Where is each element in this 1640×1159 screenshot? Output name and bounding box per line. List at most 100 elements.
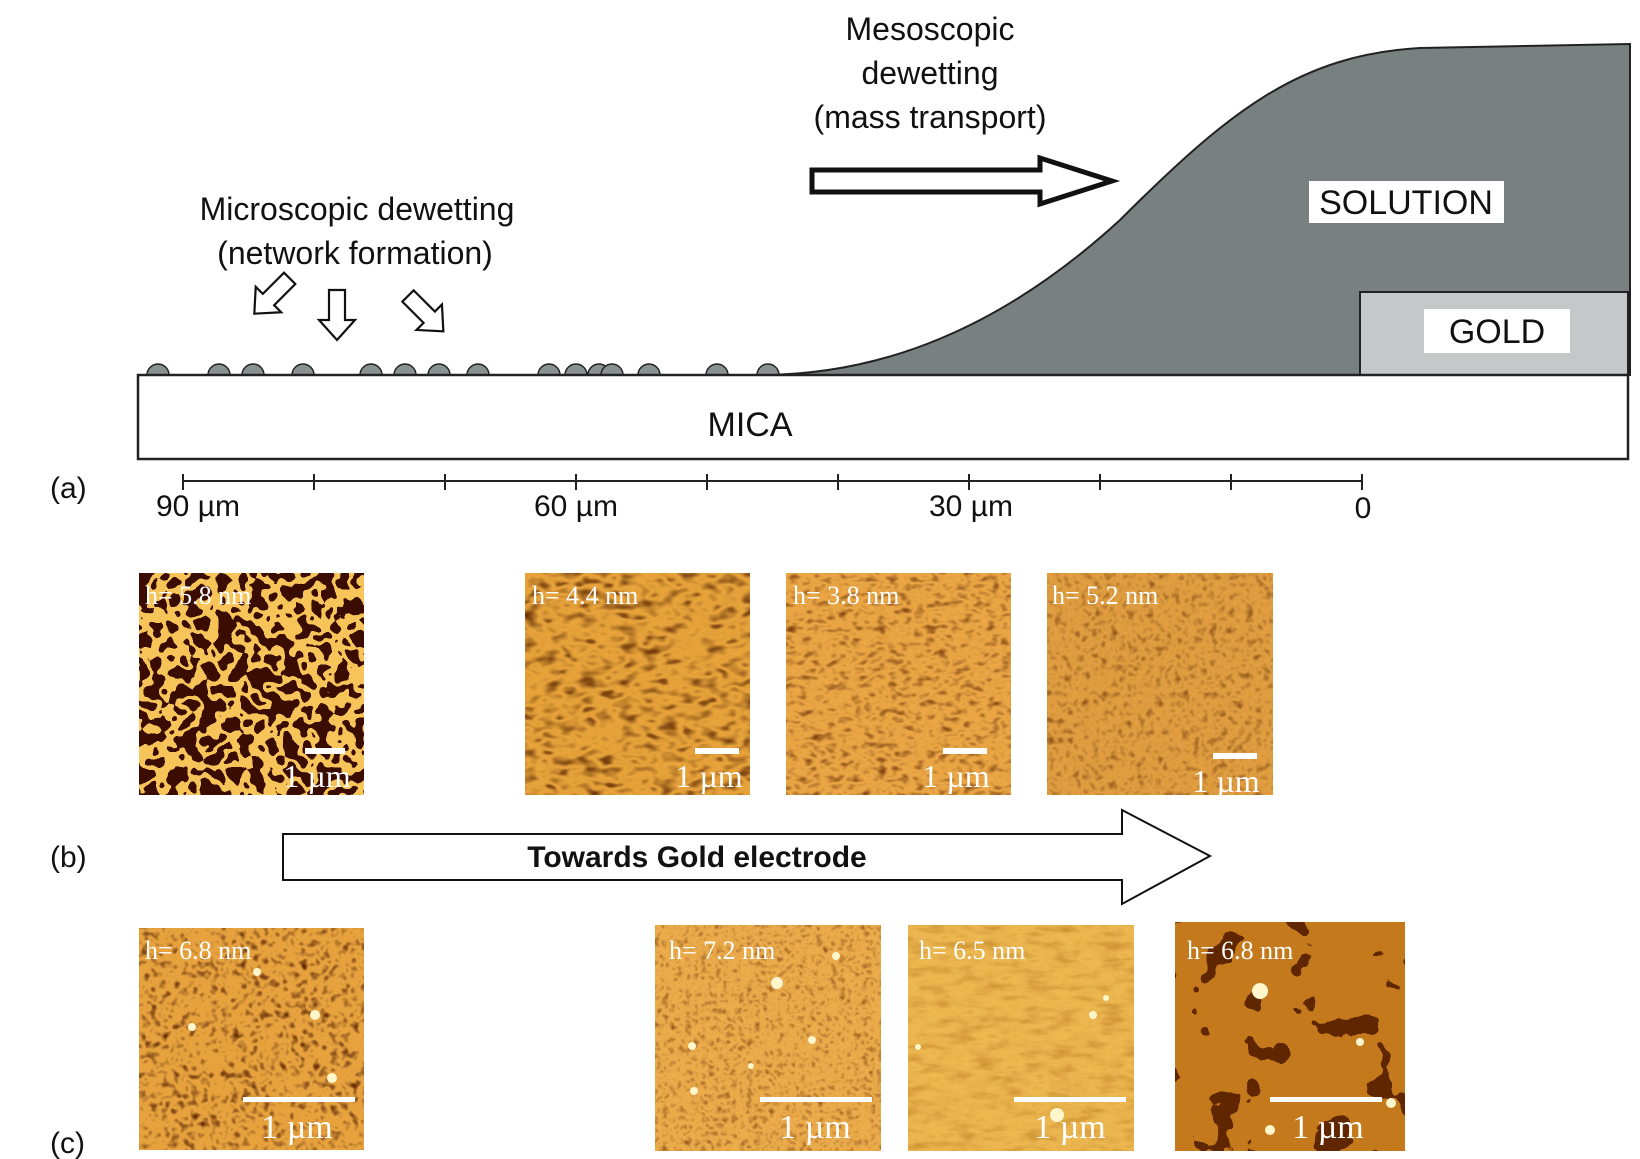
particle bbox=[1089, 1011, 1097, 1019]
solution-label-box bbox=[1309, 181, 1504, 223]
panel-c: (c) h= 6.8 nm 1 µm h= 7.2 nm 1 µm bbox=[50, 922, 1405, 1159]
afm-surface bbox=[525, 573, 750, 795]
droplet bbox=[705, 363, 729, 376]
droplet bbox=[756, 363, 780, 376]
scale-label: 1 µm bbox=[675, 758, 742, 794]
afm-image-c2: h= 7.2 nm 1 µm bbox=[655, 925, 881, 1151]
droplet bbox=[600, 363, 624, 376]
scale-bar bbox=[243, 1097, 355, 1102]
height-label: h= 6.8 nm bbox=[145, 936, 251, 965]
mesoscopic-arrow bbox=[809, 154, 1121, 208]
droplet bbox=[537, 363, 561, 376]
axis-label-0: 0 bbox=[1355, 492, 1372, 525]
particle bbox=[771, 977, 783, 989]
droplet bbox=[637, 363, 661, 376]
particle bbox=[188, 1023, 196, 1031]
afm-surface bbox=[908, 925, 1134, 1151]
afm-surface bbox=[139, 928, 364, 1150]
scale-bar bbox=[1014, 1097, 1126, 1102]
panel-a: GOLD SOLUTION MICA bbox=[50, 11, 1631, 525]
droplet bbox=[466, 363, 490, 376]
down-right-arrow bbox=[400, 288, 445, 333]
gold-label: GOLD bbox=[1449, 313, 1545, 351]
solution-label: SOLUTION bbox=[1319, 184, 1493, 222]
afm-image-c3: h= 6.5 nm 1 µm bbox=[908, 925, 1134, 1151]
panel-b: (b) h= 5.8 nm 1 µm h= 4.4 nm 1 µm h= 3.8… bbox=[50, 573, 1273, 906]
afm-image-c4: h= 6.8 nm 1 µm bbox=[1175, 922, 1405, 1151]
droplet bbox=[241, 363, 265, 376]
microscopic-arrows bbox=[253, 271, 445, 342]
particle bbox=[1265, 1125, 1275, 1135]
droplet bbox=[393, 363, 417, 376]
afm-image-b1: h= 5.8 nm 1 µm bbox=[139, 573, 364, 795]
afm-image-c1: h= 6.8 nm 1 µm bbox=[139, 928, 364, 1150]
particle bbox=[690, 1087, 698, 1095]
droplet bbox=[359, 363, 383, 376]
particle bbox=[832, 952, 840, 960]
height-label: h= 5.8 nm bbox=[145, 581, 251, 610]
gold-label-box bbox=[1424, 309, 1570, 353]
particle bbox=[253, 968, 261, 976]
panel-label-a: (a) bbox=[50, 472, 87, 505]
particle bbox=[310, 1010, 320, 1020]
particle bbox=[808, 1036, 816, 1044]
scale-label: 1 µm bbox=[283, 758, 350, 794]
droplet bbox=[564, 363, 588, 376]
afm-surface bbox=[1175, 922, 1405, 1151]
height-label: h= 6.5 nm bbox=[919, 936, 1025, 965]
particle bbox=[1050, 1108, 1064, 1122]
droplet bbox=[146, 363, 170, 376]
scale-label: 1 µm bbox=[1292, 1109, 1364, 1146]
down-arrow bbox=[316, 288, 358, 342]
particle bbox=[1386, 1098, 1396, 1108]
axis-label-60: 60 µm bbox=[534, 490, 618, 523]
afm-image-b3: h= 3.8 nm 1 µm bbox=[786, 573, 1011, 795]
mica-substrate bbox=[136, 373, 1630, 461]
scale-bar bbox=[1213, 753, 1257, 759]
axis-label-30: 30 µm bbox=[929, 490, 1013, 523]
particle bbox=[1103, 995, 1109, 1001]
afm-image-b2: h= 4.4 nm 1 µm bbox=[525, 573, 750, 795]
particle bbox=[748, 1063, 754, 1069]
scale-label: 1 µm bbox=[1192, 763, 1259, 799]
down-left-arrow bbox=[253, 271, 297, 315]
panel-label-b: (b) bbox=[50, 841, 87, 874]
mica-label: MICA bbox=[708, 406, 793, 444]
towards-gold-arrow bbox=[282, 808, 1213, 906]
scale-label: 1 µm bbox=[779, 1109, 851, 1146]
droplet bbox=[207, 363, 231, 376]
microscopic-line-2: (network formation) bbox=[217, 235, 493, 271]
height-label: h= 5.2 nm bbox=[1052, 581, 1158, 610]
particle bbox=[1356, 1038, 1364, 1046]
height-label: h= 3.8 nm bbox=[793, 581, 899, 610]
scale-bar bbox=[760, 1097, 872, 1102]
mesoscopic-line-2: dewetting bbox=[862, 55, 999, 91]
particle bbox=[915, 1044, 921, 1050]
droplets bbox=[146, 363, 780, 376]
scale-bar bbox=[1270, 1097, 1382, 1102]
towards-gold-label: Towards Gold electrode bbox=[527, 841, 867, 874]
afm-surface bbox=[139, 573, 364, 795]
scale-label: 1 µm bbox=[1034, 1109, 1106, 1146]
afm-image-b4: h= 5.2 nm 1 µm bbox=[1047, 573, 1273, 799]
droplet bbox=[427, 363, 451, 376]
scale-label: 1 µm bbox=[261, 1109, 333, 1146]
scale-bar bbox=[695, 748, 739, 754]
particle bbox=[1252, 983, 1268, 999]
panel-label-c: (c) bbox=[50, 1127, 85, 1159]
scale-bar bbox=[943, 748, 987, 754]
mesoscopic-line-3: (mass transport) bbox=[814, 99, 1047, 135]
height-label: h= 7.2 nm bbox=[669, 936, 775, 965]
height-label: h= 6.8 nm bbox=[1187, 936, 1293, 965]
mesoscopic-line-1: Mesoscopic bbox=[846, 11, 1015, 47]
afm-surface bbox=[786, 573, 1011, 795]
afm-surface bbox=[655, 925, 881, 1151]
particle bbox=[327, 1073, 337, 1083]
microscopic-line-1: Microscopic dewetting bbox=[200, 191, 515, 227]
scale-bar bbox=[305, 748, 345, 754]
height-label: h= 4.4 nm bbox=[532, 581, 638, 610]
droplet bbox=[291, 363, 315, 376]
axis-label-90: 90 µm bbox=[156, 490, 240, 523]
scale-label: 1 µm bbox=[922, 758, 989, 794]
